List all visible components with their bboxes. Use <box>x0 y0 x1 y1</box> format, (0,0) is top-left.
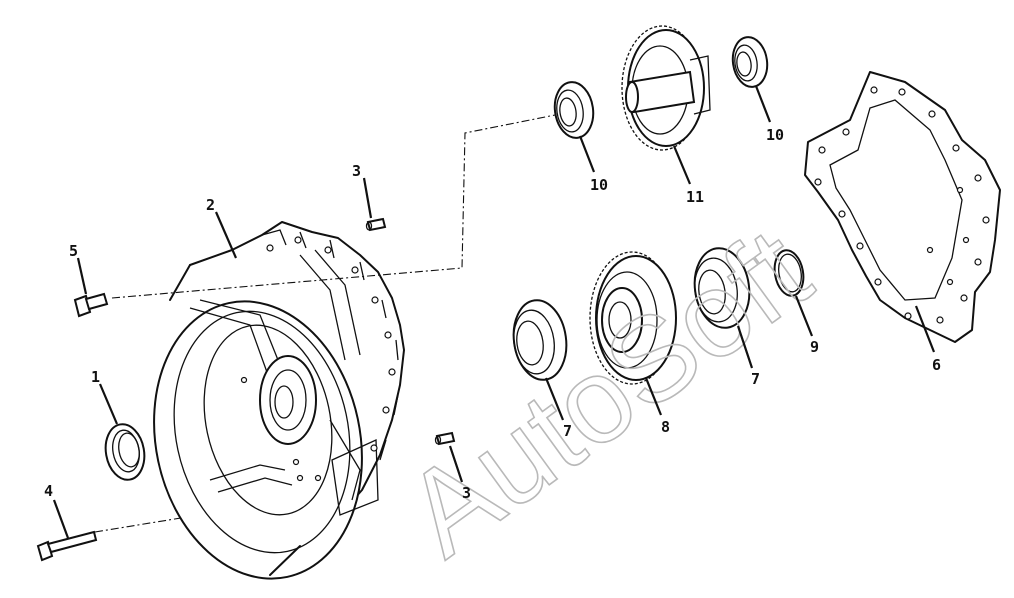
watermark-text: AutoSoft <box>382 203 833 582</box>
small-bearing-left <box>553 81 595 139</box>
callout-9: 9 <box>810 338 819 356</box>
gasket-bolt-holes <box>814 86 990 324</box>
o-ring-part <box>773 249 805 297</box>
callout-1: 1 <box>91 368 100 386</box>
bolt-part-long <box>36 530 98 562</box>
gear-part-shaft <box>621 25 711 151</box>
dowel-pin-upper <box>365 217 387 232</box>
bolt-part-short <box>73 292 109 318</box>
dowel-pin-lower <box>434 431 456 446</box>
callout-labels: 1 2 3 3 4 5 6 7 7 8 9 10 10 11 <box>44 126 941 502</box>
callout-8: 8 <box>661 418 670 436</box>
gasket-part <box>804 71 1001 343</box>
bearing-part-right <box>693 247 751 329</box>
callout-5: 5 <box>69 242 78 260</box>
leader-lines <box>52 85 936 539</box>
callout-7-left: 7 <box>563 422 572 440</box>
callout-10-right: 10 <box>766 126 784 144</box>
callout-10-left: 10 <box>590 176 608 194</box>
seal-part <box>104 423 146 481</box>
callout-2: 2 <box>206 196 215 214</box>
housing-part <box>153 221 405 580</box>
callout-4: 4 <box>44 482 53 500</box>
housing-bolt-holes <box>240 236 396 482</box>
small-bearing-right <box>731 36 769 88</box>
callout-7-right: 7 <box>751 370 760 388</box>
callout-11: 11 <box>686 188 704 206</box>
callout-3-lower: 3 <box>462 484 471 502</box>
callout-6: 6 <box>932 356 941 374</box>
callout-3-upper: 3 <box>352 162 361 180</box>
gear-part-large <box>589 251 677 385</box>
